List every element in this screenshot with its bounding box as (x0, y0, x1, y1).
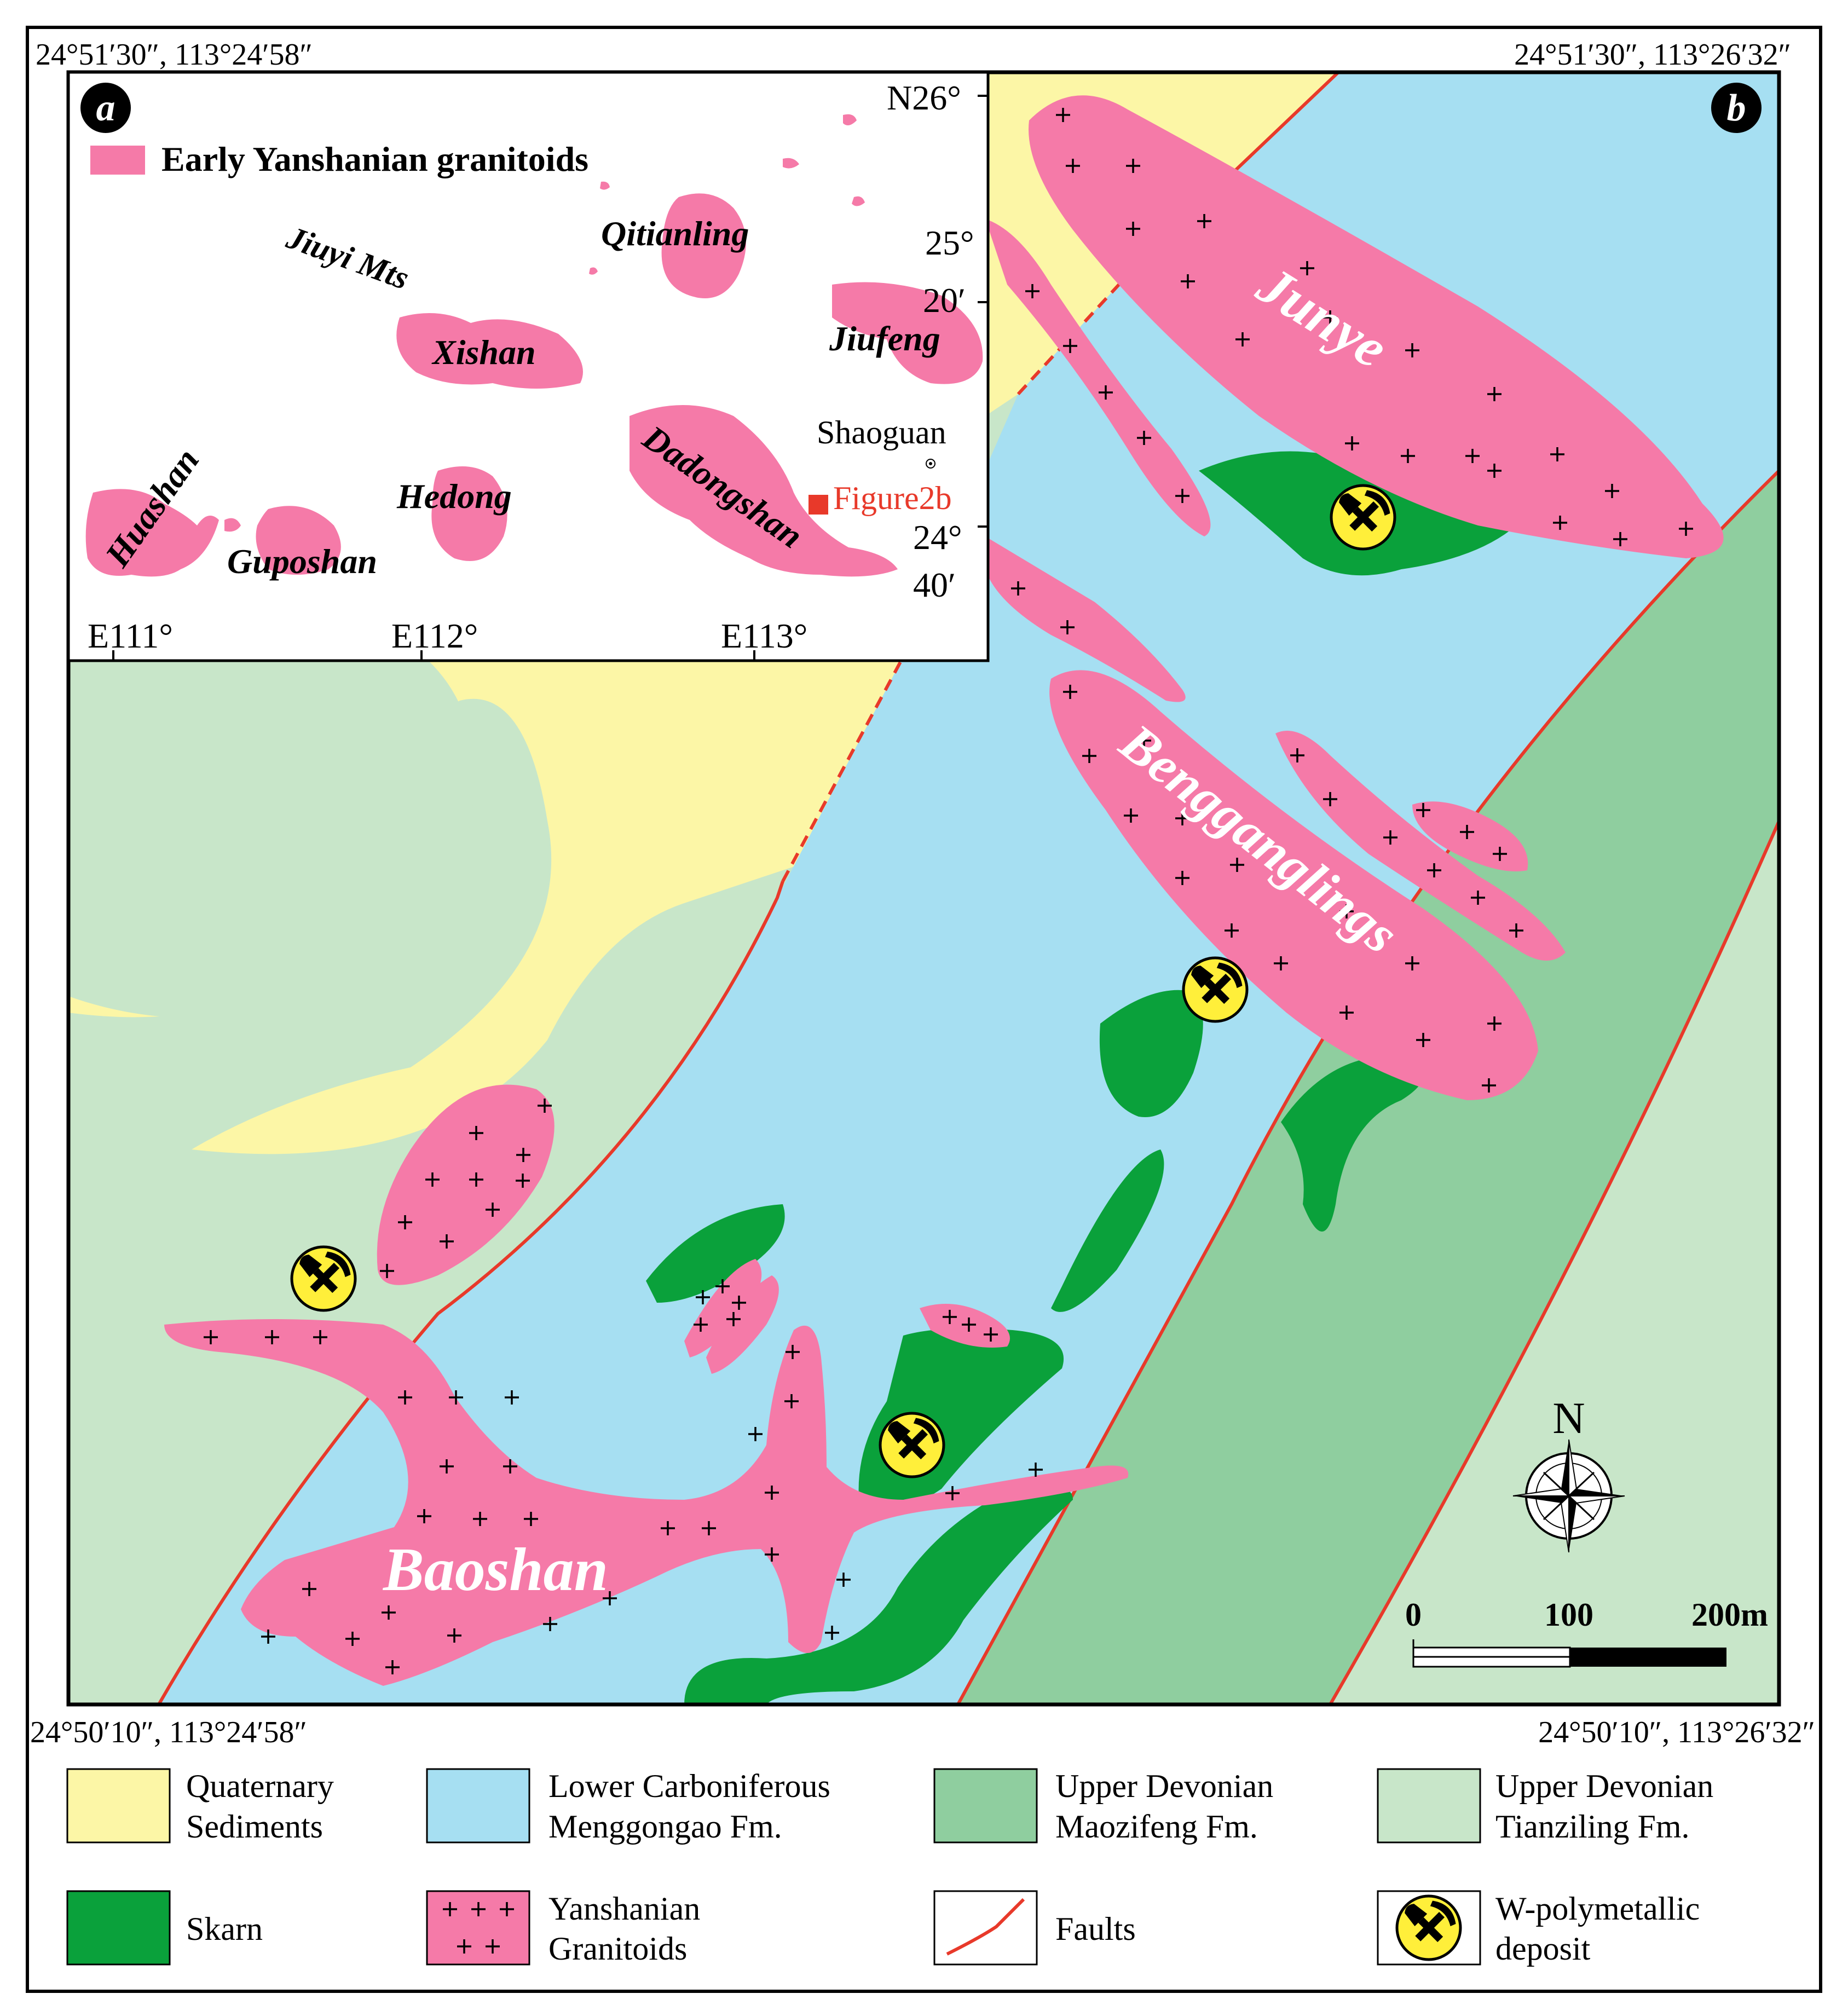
svg-text:Yanshanian: Yanshanian (548, 1891, 700, 1927)
inset-plutons (85, 114, 983, 577)
corner-bottom-left: 24°50′10″, 113°24′58″ (30, 1715, 307, 1749)
svg-text:Lower Carboniferous: Lower Carboniferous (548, 1768, 830, 1804)
inset-city-label: Shaoguan (817, 414, 946, 450)
legend-item-quaternary: Quaternary Sediments (66, 1768, 334, 1845)
inset-label-hedong: Hedong (396, 477, 512, 516)
corner-bottom-right: 24°50′10″, 113°26′32″ (1538, 1715, 1815, 1749)
inset-lat-tick-20: 20′ (923, 281, 966, 320)
legend-item-deposit: W-polymetallic deposit (1377, 1890, 1700, 1967)
svg-text:Quaternary: Quaternary (186, 1768, 334, 1804)
inset-lon-tick-e111: E111° (88, 616, 173, 655)
deposit-baoshan (880, 1413, 944, 1477)
svg-text:Sediments: Sediments (186, 1808, 323, 1845)
inset-city-symbol (926, 459, 935, 469)
inset-label-xishan: Xishan (431, 333, 536, 372)
svg-text:Menggongao Fm.: Menggongao Fm. (548, 1808, 782, 1845)
north-label: N (1552, 1393, 1585, 1443)
deposit-northwest (292, 1247, 355, 1310)
panel-a-badge (80, 83, 131, 133)
inset-label-guposhan: Guposhan (227, 542, 377, 581)
inset-study-area-label: Figure2b (833, 480, 952, 516)
legend-item-granitoids: Yanshanian Granitoids (426, 1890, 700, 1967)
inset-label-jiufeng: Jiufeng (829, 319, 940, 358)
inset-lon-tick-marks (112, 650, 755, 661)
svg-text:Granitoids: Granitoids (548, 1931, 687, 1967)
svg-text:Tianziling Fm.: Tianziling Fm. (1495, 1808, 1690, 1845)
inset-city-dot (929, 462, 932, 465)
panel-b-badge (1711, 83, 1762, 133)
corner-top-right: 24°51′30″, 113°26′32″ (1514, 38, 1791, 72)
scale-label-200m: 200m (1691, 1597, 1768, 1633)
granitoid-bodies (164, 95, 1724, 1686)
scale-label-100: 100 (1544, 1597, 1593, 1633)
deposit-junye (1331, 486, 1395, 549)
inset-study-area-marker (809, 495, 828, 515)
svg-text:W-polymetallic: W-polymetallic (1495, 1891, 1700, 1927)
svg-text:Upper Devonian: Upper Devonian (1495, 1768, 1713, 1804)
legend-item-menggongao: Lower Carboniferous Menggongao Fm. (426, 1768, 830, 1845)
scale-label-0: 0 (1405, 1597, 1422, 1633)
legend-item-skarn: Skarn (66, 1890, 263, 1966)
svg-text:deposit: deposit (1495, 1931, 1591, 1967)
inset-lat-tick-n26: N26° (887, 78, 961, 117)
inset-lon-tick-e113: E113° (721, 616, 807, 655)
unit-tianziling-upper (68, 646, 178, 784)
deposit-bengganglings (1183, 958, 1247, 1021)
north-arrow: N (1512, 1393, 1625, 1553)
legend-item-maozifeng: Upper Devonian Maozifeng Fm. (933, 1768, 1273, 1845)
inset-legend-swatch (90, 146, 145, 175)
legend-item-tianziling: Upper Devonian Tianziling Fm. (1377, 1768, 1713, 1845)
svg-text:Skarn: Skarn (186, 1911, 263, 1947)
panel-b-label: b (1727, 87, 1746, 129)
outer-frame (26, 26, 1822, 1993)
inset-lon-tick-e112: E112° (391, 616, 478, 655)
legend-item-faults: Faults (933, 1890, 1136, 1966)
corner-top-left: 24°51′30″, 113°24′58″ (36, 38, 313, 72)
panel-a-label: a (96, 87, 116, 129)
inset-lat-tick-24: 24° (913, 518, 962, 557)
inset-lat-tick-marks (978, 95, 988, 528)
inset-lat-tick-25: 25° (925, 223, 974, 262)
inset-label-qitianling: Qitianling (601, 214, 749, 253)
legend: Quaternary Sediments Lower Carboniferous… (66, 1768, 1713, 1967)
scale-bar: 0 100 200m (1405, 1597, 1768, 1668)
svg-text:Maozifeng Fm.: Maozifeng Fm. (1055, 1808, 1258, 1845)
svg-text:Faults: Faults (1055, 1911, 1136, 1947)
inset-lat-tick-40: 40′ (913, 565, 956, 604)
inset-map: a Early Yanshanian granitoids Jiuyi Mts … (67, 71, 990, 662)
label-baoshan: Baoshan (382, 1536, 608, 1604)
svg-text:Upper Devonian: Upper Devonian (1055, 1768, 1273, 1804)
unit-tianziling-pocket (68, 568, 475, 1018)
inset-legend-label: Early Yanshanian granitoids (161, 140, 588, 178)
